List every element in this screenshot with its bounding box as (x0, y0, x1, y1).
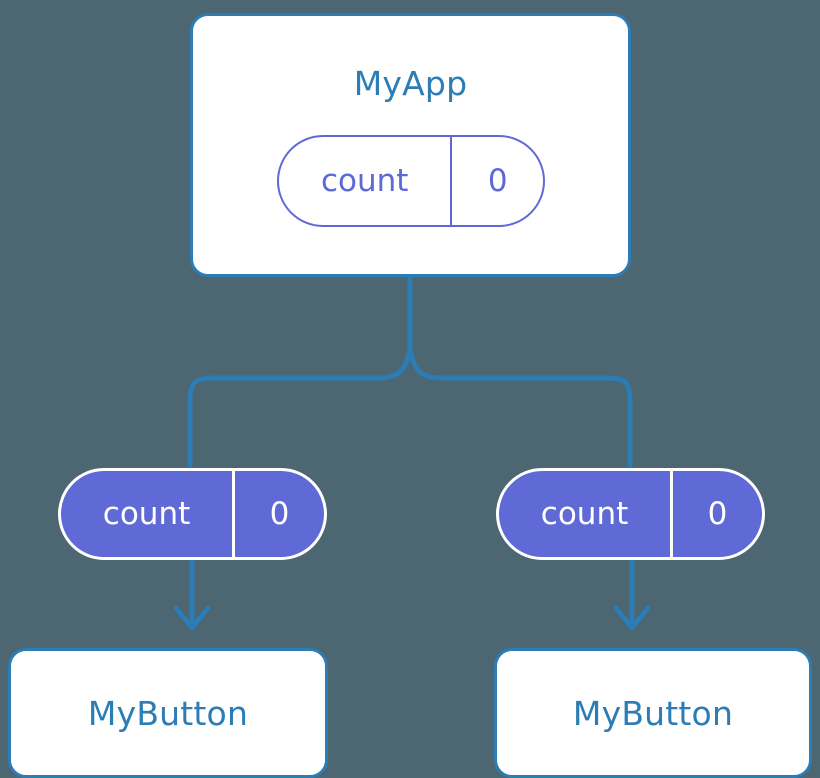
arrowhead-left (173, 605, 211, 631)
prop-pill-key: count (102, 496, 191, 532)
prop-pill-right-count[interactable]: count 0 (496, 468, 765, 560)
prop-pill-value: 0 (232, 471, 324, 557)
component-title-mybutton: MyButton (572, 693, 734, 733)
prop-pill-key: count (540, 496, 629, 532)
edge-branch-left (187, 347, 413, 471)
arrowhead-right (613, 605, 651, 631)
state-pill-myapp-count[interactable]: count 0 (277, 135, 545, 227)
component-box-mybutton-left[interactable]: MyButton (8, 648, 328, 778)
prop-pill-value: 0 (670, 471, 762, 557)
state-pill-value: 0 (450, 137, 543, 225)
component-title-myapp: MyApp (353, 64, 468, 103)
prop-pill-left-count[interactable]: count 0 (58, 468, 327, 560)
edge-branch-right (407, 347, 633, 471)
component-box-mybutton-right[interactable]: MyButton (494, 648, 812, 778)
state-pill-key: count (320, 163, 409, 199)
component-title-mybutton: MyButton (87, 693, 249, 733)
